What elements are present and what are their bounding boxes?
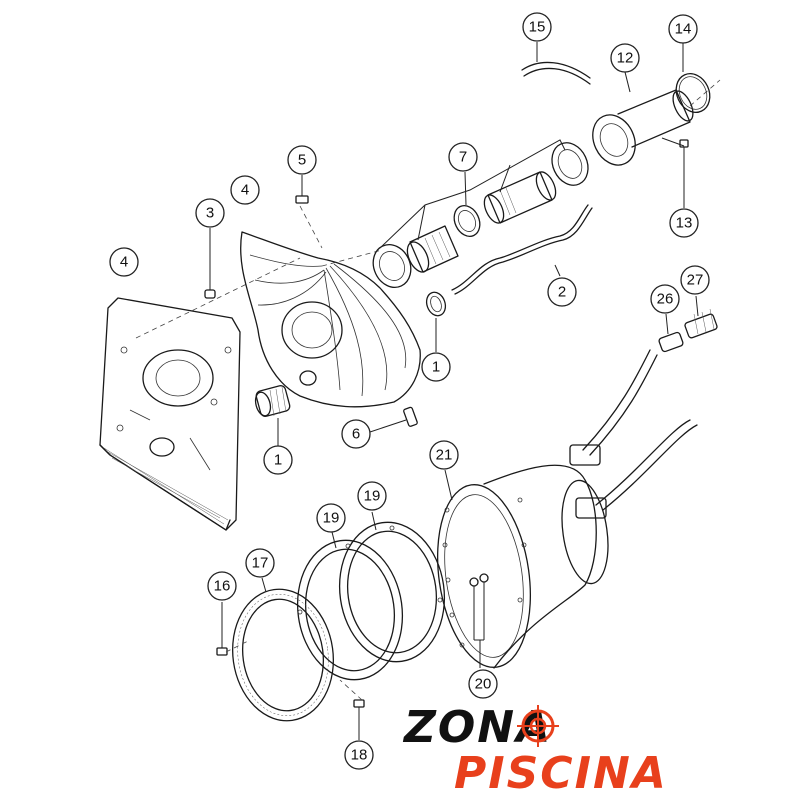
callout-17: 17 <box>245 548 275 578</box>
part-tube-assembly <box>372 139 589 288</box>
callout-16: 16 <box>207 571 237 601</box>
svg-text:5: 5 <box>298 152 306 169</box>
callout-2: 2 <box>547 277 577 307</box>
callout-13: 13 <box>669 208 699 238</box>
svg-text:3: 3 <box>206 205 214 222</box>
svg-text:13: 13 <box>676 215 693 232</box>
callout-5: 5 <box>287 145 317 175</box>
svg-text:18: 18 <box>351 747 368 764</box>
svg-text:15: 15 <box>529 19 546 36</box>
callout-7: 7 <box>448 142 478 172</box>
svg-text:7: 7 <box>459 149 467 166</box>
part-lamp-cable <box>582 349 698 511</box>
part-screw-13 <box>679 139 689 208</box>
part-ring-upper <box>425 291 447 352</box>
callout-20: 20 <box>468 669 498 699</box>
svg-text:17: 17 <box>252 555 269 572</box>
callout-19-right: 19 <box>357 481 387 511</box>
svg-text:4: 4 <box>120 254 128 271</box>
svg-text:20: 20 <box>475 676 492 693</box>
part-clip-5 <box>295 175 323 249</box>
svg-text:2: 2 <box>558 284 566 301</box>
svg-text:12: 12 <box>617 50 634 67</box>
callout-3: 3 <box>195 198 225 228</box>
callout-4-plate: 4 <box>109 247 139 277</box>
callout-18: 18 <box>344 740 374 770</box>
part-cable-2 <box>451 204 593 295</box>
part-mounting-plate <box>99 257 301 531</box>
part-nipple-lower <box>254 385 291 446</box>
svg-text:14: 14 <box>675 21 692 38</box>
part-lamp-housing-21 <box>436 444 609 669</box>
logo-word-zona: ZONA <box>402 702 552 753</box>
svg-text:6: 6 <box>352 426 360 443</box>
callout-6: 6 <box>341 419 371 449</box>
callout-19-left: 19 <box>316 503 346 533</box>
part-flanged-tube-12 <box>592 71 721 166</box>
part-screws-16-18 <box>216 602 365 740</box>
callout-21: 21 <box>429 440 459 470</box>
callout-27: 27 <box>680 265 710 295</box>
part-gaskets-19 <box>296 511 446 681</box>
callout-1-lower: 1 <box>263 445 293 475</box>
part-screws-20 <box>469 573 489 668</box>
svg-text:27: 27 <box>687 272 704 289</box>
logo-word-piscina: PISCINA <box>454 748 668 792</box>
part-pin-6 <box>369 406 418 433</box>
callout-12: 12 <box>610 43 640 73</box>
part-oring-14 <box>675 43 711 113</box>
svg-text:19: 19 <box>323 510 340 527</box>
part-screw-3 <box>204 228 216 299</box>
callout-14: 14 <box>668 14 698 44</box>
part-shell-body <box>240 231 421 408</box>
zona-piscina-logo: ZONA PISCINA <box>402 702 668 792</box>
target-icon <box>517 705 559 747</box>
part-hose-15 <box>521 42 591 85</box>
svg-text:1: 1 <box>432 359 440 376</box>
callout-1-upper: 1 <box>421 352 451 382</box>
svg-text:19: 19 <box>364 488 381 505</box>
svg-text:1: 1 <box>274 452 282 469</box>
callout-4-shell: 4 <box>230 175 260 205</box>
callout-26: 26 <box>650 284 680 314</box>
svg-text:4: 4 <box>241 182 249 199</box>
part-fittings-26-27 <box>658 295 718 353</box>
svg-text:26: 26 <box>657 291 674 308</box>
svg-text:16: 16 <box>214 578 231 595</box>
callout-15: 15 <box>522 12 552 42</box>
svg-text:21: 21 <box>436 447 453 464</box>
part-front-ring-17 <box>231 577 335 722</box>
